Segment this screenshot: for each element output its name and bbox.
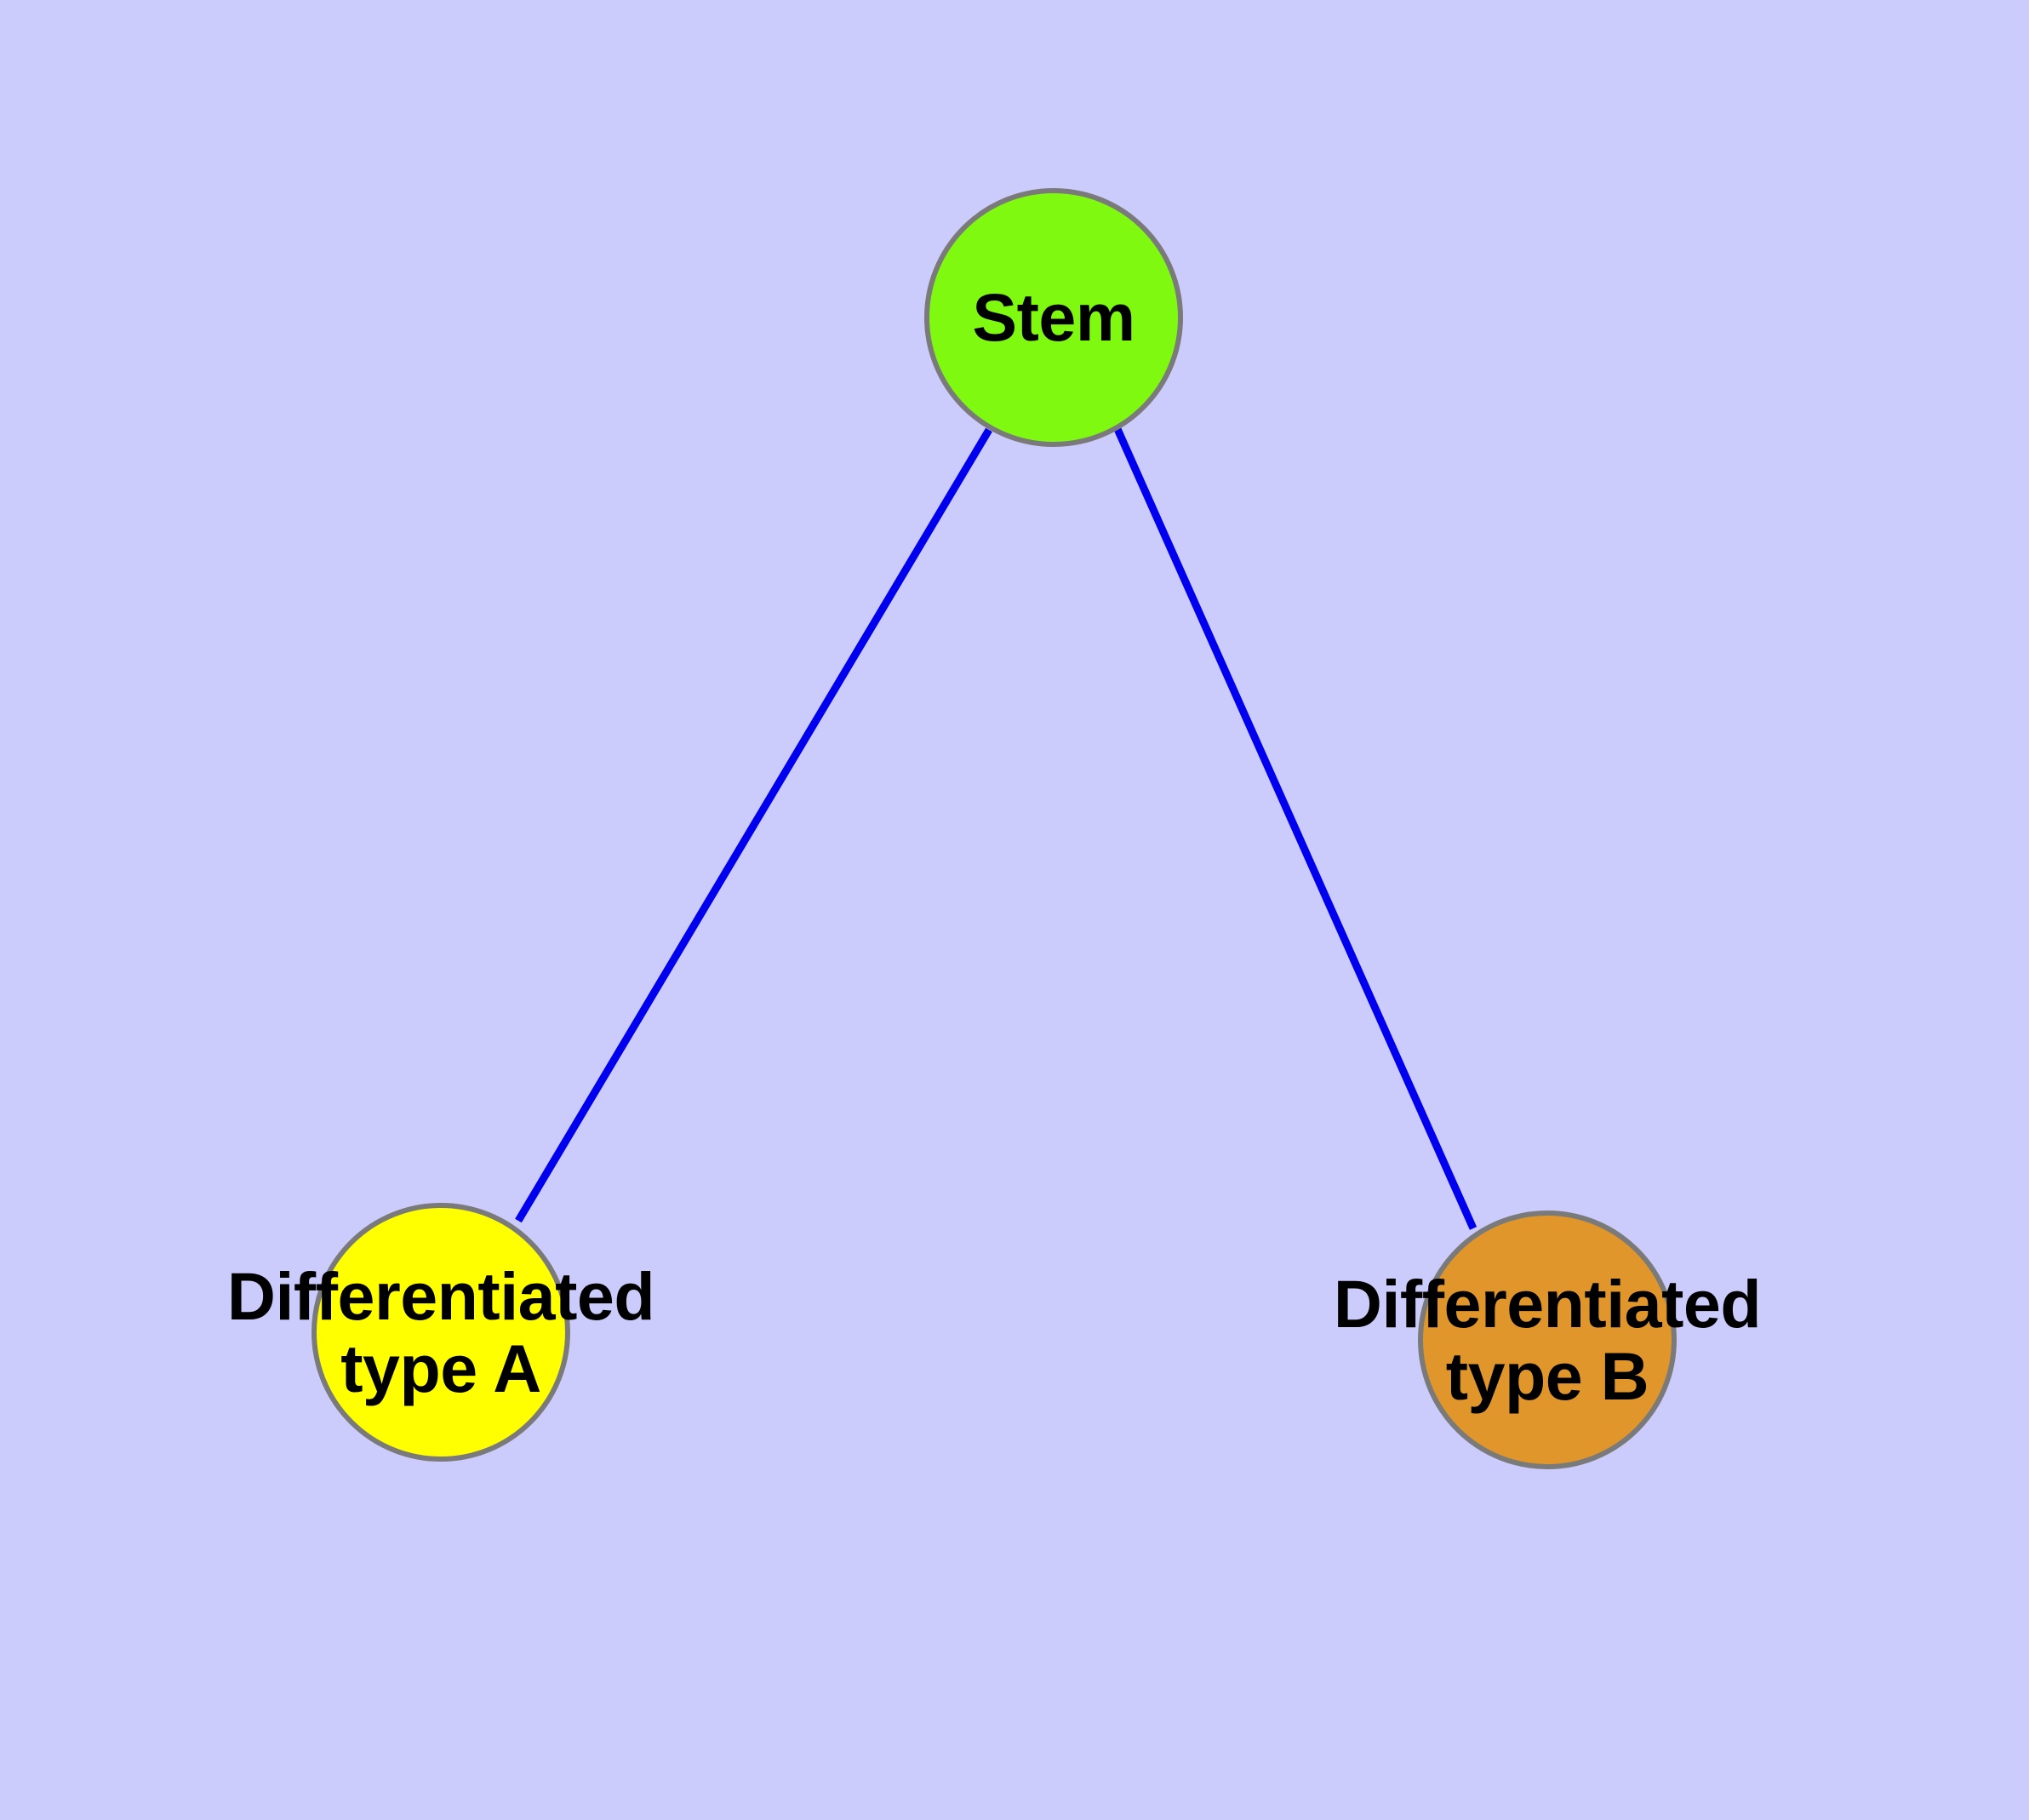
node-differentiated-type-a-label: Differentiated type A bbox=[226, 1257, 655, 1406]
node-differentiated-type-b-label: Differentiated type B bbox=[1333, 1265, 1762, 1414]
edge-stem-to-differentiated-type-b[interactable] bbox=[1113, 427, 1477, 1230]
node-differentiated-type-b-circle[interactable] bbox=[1418, 1210, 1677, 1469]
node-differentiated-type-b[interactable]: Differentiated type B bbox=[1334, 1210, 1762, 1469]
edge-stem-to-differentiated-type-a[interactable] bbox=[515, 427, 992, 1223]
node-stem-circle[interactable] bbox=[924, 188, 1183, 447]
node-stem[interactable]: Stem bbox=[924, 188, 1183, 447]
node-differentiated-type-a[interactable]: Differentiated type A bbox=[227, 1203, 655, 1462]
node-stem-label: Stem bbox=[972, 279, 1135, 356]
node-differentiated-type-a-circle[interactable] bbox=[311, 1203, 570, 1462]
